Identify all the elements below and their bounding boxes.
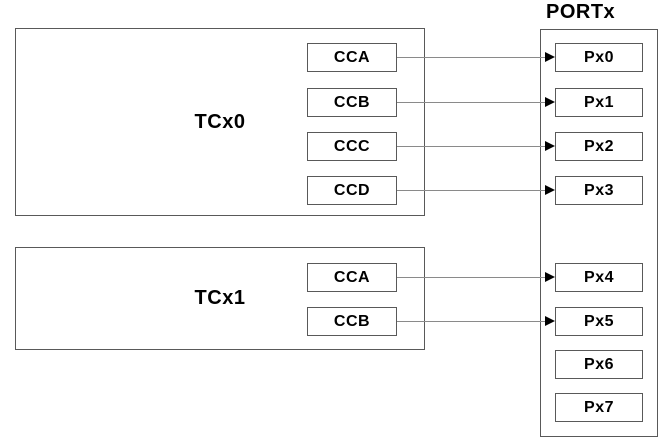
pin-box-px7: Px7: [555, 393, 643, 422]
arrow-tcx0-ccd-to-px3: [397, 185, 555, 195]
timer-label-tcx0: TCx0: [194, 110, 246, 133]
pin-box-px3: Px3: [555, 176, 643, 205]
pin-box-px1: Px1: [555, 88, 643, 117]
pin-box-px0: Px0: [555, 43, 643, 72]
arrow-tcx0-cca-to-px0: [397, 52, 555, 62]
cc-box-tcx0-ccd: CCD: [307, 176, 397, 205]
cc-box-tcx1-ccb: CCB: [307, 307, 397, 336]
pin-box-px4: Px4: [555, 263, 643, 292]
timer-label-tcx1: TCx1: [194, 287, 246, 309]
cc-box-tcx0-cca: CCA: [307, 43, 397, 72]
cc-box-tcx1-cca: CCA: [307, 263, 397, 292]
arrow-tcx0-ccb-to-px1: [397, 97, 555, 107]
pin-box-px5: Px5: [555, 307, 643, 336]
arrow-tcx1-ccb-to-px5: [397, 316, 555, 326]
port-title: PORTx: [546, 1, 616, 23]
arrow-tcx1-cca-to-px4: [397, 272, 555, 282]
pin-box-px6: Px6: [555, 350, 643, 379]
pin-box-px2: Px2: [555, 132, 643, 161]
cc-box-tcx0-ccc: CCC: [307, 132, 397, 161]
arrow-tcx0-ccc-to-px2: [397, 141, 555, 151]
cc-box-tcx0-ccb: CCB: [307, 88, 397, 117]
